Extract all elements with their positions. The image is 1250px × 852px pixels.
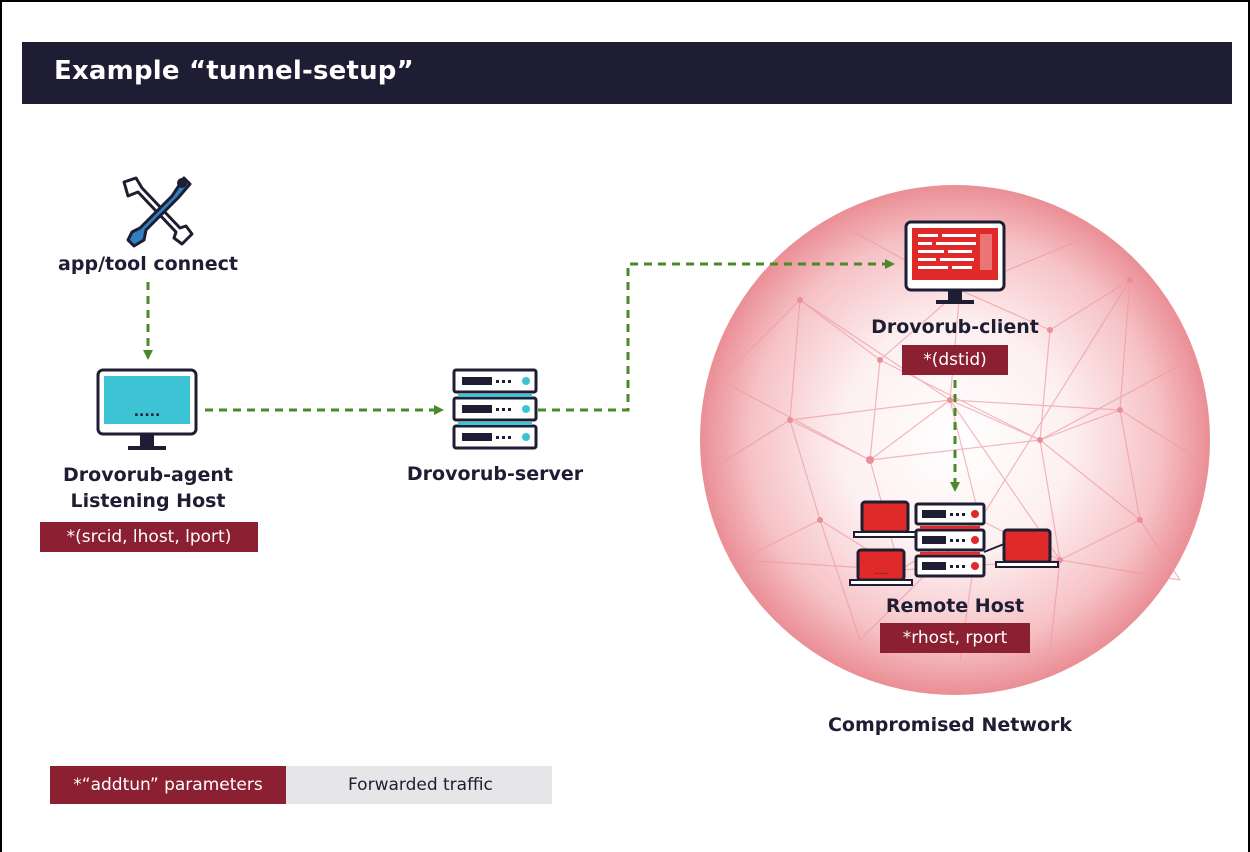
server-rack-icon [452,368,538,450]
agent-label: Drovorub-agent Listening Host [30,462,266,514]
svg-text:.....: ..... [134,404,161,420]
remote-params: *rhost, rport [880,623,1030,653]
agent-label-line1: Drovorub-agent [63,464,233,486]
server-label: Drovorub-server [406,463,584,485]
diagram-title: Example “tunnel-setup” [54,56,414,86]
title-bar: Example “tunnel-setup” [22,42,1232,104]
wrench-screwdriver-icon [122,176,194,248]
server-rack-icon [914,502,986,578]
laptop-icon [853,500,917,538]
svg-text:.....: ..... [874,567,888,577]
laptop-icon: ..... [849,548,913,586]
forwarded-traffic-arrows [143,259,960,492]
client-params: *(dstid) [902,345,1008,375]
legend-forwarded: Forwarded traffic [286,766,552,804]
arrow-server-to-client [538,259,895,412]
client-label: Drovorub-client [871,316,1039,338]
network-label: Compromised Network [827,714,1073,736]
agent-monitor-icon: ..... [96,368,198,450]
remote-label: Remote Host [885,595,1025,617]
remote-host-icon: ..... [849,500,1059,586]
agent-label-line2: Listening Host [70,490,226,512]
legend-forwarded-label: Forwarded traffic [348,775,493,795]
legend-params: *“addtun” parameters [50,766,286,804]
laptop-icon [995,528,1059,568]
agent-params: *(srcid, lhost, lport) [40,522,258,552]
client-monitor-icon [904,220,1006,304]
frame-border-right [1248,0,1250,852]
tool-label: app/tool connect [58,253,238,275]
